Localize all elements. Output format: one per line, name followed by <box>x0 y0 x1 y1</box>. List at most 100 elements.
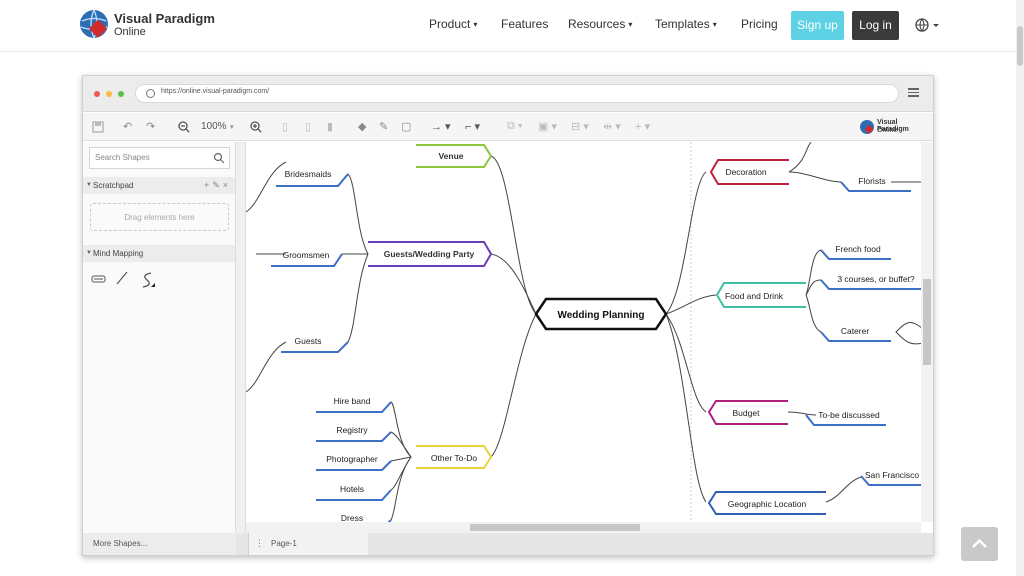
shadow-icon[interactable]: ▢ <box>401 121 412 133</box>
node-french-food[interactable]: French food <box>820 244 891 260</box>
canvas-vertical-scrollbar[interactable] <box>921 142 933 522</box>
node-to-be-discussed[interactable]: To-be discussed <box>805 410 886 426</box>
nav-features[interactable]: Features <box>501 17 549 31</box>
node-hire-band[interactable]: Hire band <box>316 396 392 413</box>
toolbar-logo: Visual Paradigm Online <box>859 117 931 137</box>
search-shapes-input[interactable]: Search Shapes <box>89 147 230 169</box>
url-text: https://online.visual-paradigm.com/ <box>161 88 270 95</box>
node-courses[interactable]: 3 courses, or buffet? <box>820 274 921 290</box>
node-hotels[interactable]: Hotels <box>316 484 392 501</box>
diagram-canvas[interactable]: Wedding Planning Venue Guests/Wedding Pa… <box>246 142 921 522</box>
svg-text:San Francisco: San Francisco <box>865 470 920 480</box>
svg-text:Dress: Dress <box>341 513 363 522</box>
page-bar: ⋮ Page-1 <box>236 533 933 555</box>
svg-text:Bridesmaids: Bridesmaids <box>285 169 332 179</box>
node-san-francisco[interactable]: San Francisco <box>860 470 921 486</box>
scratchpad-header[interactable]: ▼ Scratchpad +✎× <box>83 177 235 194</box>
svg-text:Wedding Planning: Wedding Planning <box>557 310 644 321</box>
copy-icon[interactable]: ▯ <box>305 121 312 133</box>
canvas-horizontal-scroll-thumb[interactable] <box>470 524 640 531</box>
language-globe-icon[interactable] <box>914 17 944 33</box>
reload-icon <box>146 89 155 98</box>
page-scrollbar-thumb[interactable] <box>1017 26 1023 66</box>
line-shape-icon[interactable] <box>115 271 129 285</box>
node-florists[interactable]: Florists <box>840 176 911 192</box>
svg-text:Hotels: Hotels <box>340 484 364 494</box>
zoom-level[interactable]: 100% <box>201 121 227 132</box>
node-caterer[interactable]: Caterer <box>820 326 891 342</box>
signup-button[interactable]: Sign up <box>791 11 844 40</box>
nav-templates[interactable]: Templates▾ <box>655 17 717 31</box>
page-tab-label: Page-1 <box>271 539 297 548</box>
scratchpad-actions[interactable]: +✎× <box>203 180 231 190</box>
undo-icon[interactable]: ↶ <box>123 121 133 133</box>
topic-shape-icon[interactable] <box>91 273 107 285</box>
svg-text:Florists: Florists <box>858 176 885 186</box>
canvas-horizontal-scrollbar[interactable] <box>246 522 921 533</box>
node-venue[interactable]: Venue <box>416 144 493 168</box>
arrange-icon[interactable]: ⧉ ▾ <box>507 120 523 132</box>
node-budget[interactable]: Budget <box>707 400 788 425</box>
back-to-top-button[interactable] <box>961 527 998 561</box>
svg-text:French food: French food <box>835 244 881 254</box>
mind-map: Wedding Planning Venue Guests/Wedding Pa… <box>246 142 921 522</box>
nav-resources[interactable]: Resources▾ <box>568 17 633 31</box>
node-guests[interactable]: Guests <box>281 336 349 353</box>
node-registry[interactable]: Registry <box>316 425 392 442</box>
logo-globe-icon <box>860 120 874 134</box>
waypoint-style-icon[interactable]: ⌐ ▾ <box>465 121 481 133</box>
scratchpad-label: Scratchpad <box>93 181 134 190</box>
node-bridesmaids[interactable]: Bridesmaids <box>276 169 349 187</box>
save-icon[interactable] <box>92 121 104 133</box>
search-placeholder: Search Shapes <box>95 153 150 162</box>
site-logo[interactable]: Visual Paradigm Online <box>78 8 228 44</box>
url-bar[interactable]: https://online.visual-paradigm.com/ <box>135 84 899 103</box>
align-icon[interactable]: ⊟ ▾ <box>571 121 589 133</box>
node-geographic-location[interactable]: Geographic Location <box>707 491 826 515</box>
panel-splitter[interactable] <box>236 142 246 533</box>
group-icon[interactable]: ▣ ▾ <box>538 121 557 133</box>
node-decoration[interactable]: Decoration <box>709 159 789 185</box>
logo-globe-icon <box>80 9 108 39</box>
menu-icon[interactable] <box>908 88 919 97</box>
svg-text:Groomsmen: Groomsmen <box>283 250 330 260</box>
svg-text:Decoration: Decoration <box>725 167 766 177</box>
scratchpad-dropzone[interactable]: Drag elements here <box>90 203 229 231</box>
node-guests-wedding-party[interactable]: Guests/Wedding Party <box>368 241 493 267</box>
nav-pricing[interactable]: Pricing <box>741 17 778 31</box>
page-options-icon[interactable]: ⋮ <box>255 538 264 548</box>
zoom-in-icon[interactable] <box>250 121 262 133</box>
cut-icon[interactable]: ▯ <box>282 121 289 133</box>
mind-mapping-header[interactable]: ▼ Mind Mapping <box>83 245 235 262</box>
zoom-out-icon[interactable] <box>178 121 190 133</box>
mindmap-center-node[interactable]: Wedding Planning <box>534 297 668 331</box>
svg-text:Photographer: Photographer <box>326 454 378 464</box>
canvas-vertical-scroll-thumb[interactable] <box>923 279 931 365</box>
node-photographer[interactable]: Photographer <box>316 454 392 471</box>
nav-product[interactable]: Product▾ <box>429 17 478 31</box>
fill-color-icon[interactable]: ◆ <box>358 121 367 133</box>
node-other-todo[interactable]: Other To-Do <box>416 445 493 469</box>
mind-map-shapes <box>91 269 231 295</box>
login-button[interactable]: Log in <box>852 11 899 40</box>
curve-shape-icon[interactable] <box>139 271 157 291</box>
mind-mapping-label: Mind Mapping <box>93 249 144 258</box>
editor-toolbar: ↶ ↷ 100% ▾ ▯ ▯ ▮ ◆ ✎ ▢ → ▾ ⌐ ▾ ⧉ ▾ ▣ ▾ ⊟… <box>83 113 933 141</box>
node-food-drink[interactable]: Food and Drink <box>715 282 806 308</box>
delete-icon[interactable]: ▮ <box>327 121 334 133</box>
more-shapes-button[interactable]: More Shapes... <box>83 533 236 555</box>
connector-style-icon[interactable]: → ▾ <box>431 121 451 133</box>
node-groomsmen[interactable]: Groomsmen <box>271 250 343 267</box>
close-dot-icon <box>94 91 100 97</box>
svg-text:Other To-Do: Other To-Do <box>431 453 477 463</box>
line-color-icon[interactable]: ✎ <box>379 121 389 133</box>
node-dress[interactable]: Dress <box>316 513 392 522</box>
distribute-icon[interactable]: ⇹ ▾ <box>603 121 621 133</box>
zoom-dropdown-icon[interactable]: ▾ <box>230 124 234 131</box>
search-icon[interactable] <box>213 152 225 164</box>
redo-icon[interactable]: ↷ <box>146 121 156 133</box>
page-tab[interactable]: ⋮ Page-1 <box>248 533 368 555</box>
chevron-up-icon <box>972 538 987 548</box>
insert-icon[interactable]: + ▾ <box>635 121 651 133</box>
page-scrollbar[interactable] <box>1016 0 1024 576</box>
